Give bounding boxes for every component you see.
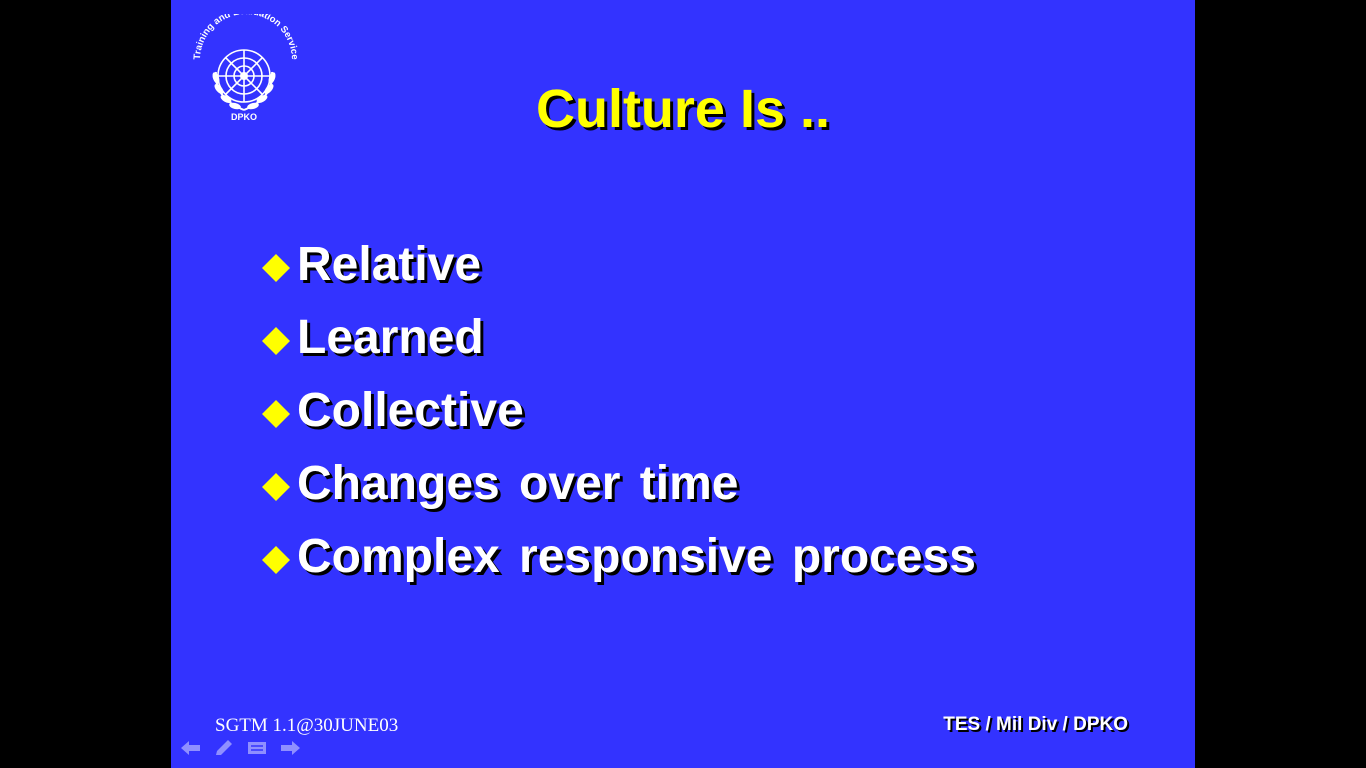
- footer-organization: TES / Mil Div / DPKO: [943, 714, 1128, 735]
- logo-bottom-text: DPKO: [231, 112, 257, 122]
- bullet-item: Relative: [261, 228, 976, 301]
- bullet-item: Learned: [261, 301, 976, 374]
- un-emblem-icon: Training and Evaluation Service: [192, 14, 300, 122]
- footer-course-code: SGTM 1.1@30JUNE03: [215, 715, 399, 736]
- previous-arrow-icon: [180, 741, 200, 755]
- diamond-bullet-icon: [262, 253, 290, 282]
- pen-icon: [215, 740, 232, 755]
- diamond-bullet-icon: [262, 399, 290, 428]
- bullet-text: Collective: [297, 383, 524, 437]
- slide[interactable]: Training and Evaluation Service: [171, 0, 1195, 768]
- previous-slide-button[interactable]: [179, 738, 202, 758]
- logo-arc-text: Training and Evaluation Service: [192, 14, 300, 60]
- pen-tool-button[interactable]: [212, 738, 235, 758]
- slide-menu-button[interactable]: [245, 738, 268, 758]
- bullet-item: Complex responsive process: [261, 520, 976, 593]
- bullet-item: Changes over time: [261, 447, 976, 520]
- next-arrow-icon: [280, 741, 300, 755]
- slide-title: Culture Is ..: [535, 79, 831, 139]
- slideshow-nav-controls: [179, 738, 301, 758]
- bullet-text: Changes over time: [297, 456, 739, 510]
- bullet-text: Learned: [297, 310, 484, 364]
- bullet-list: Relative Learned Collective Changes over…: [261, 228, 976, 593]
- bullet-item: Collective: [261, 374, 976, 447]
- next-slide-button[interactable]: [278, 738, 301, 758]
- diamond-bullet-icon: [262, 472, 290, 501]
- bullet-text: Relative: [297, 237, 482, 291]
- diamond-bullet-icon: [262, 545, 290, 574]
- bullet-text: Complex responsive process: [297, 529, 976, 583]
- diamond-bullet-icon: [262, 326, 290, 355]
- menu-icon: [247, 742, 266, 754]
